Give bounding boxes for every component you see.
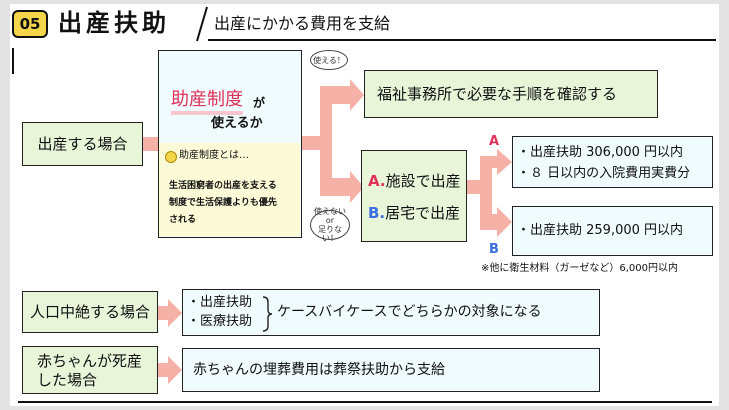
- system-tip-line2: 制度で生活保護よりも優先: [169, 198, 277, 208]
- system-ga: が: [253, 96, 266, 110]
- section-number-badge: 05: [12, 10, 48, 38]
- abortion-result-text: ケースバイケースでどちらかの対象になる: [277, 304, 542, 320]
- system-tip-line3: される: [169, 215, 197, 225]
- system-highlight: 助産制度: [171, 89, 243, 115]
- option-b-mark: B.: [368, 204, 386, 222]
- abortion-item-1: ・出産扶助: [187, 295, 253, 310]
- supplies-note: ※他に衛生材料（ガーゼなど）6,000円以内: [481, 263, 679, 274]
- midwifery-system-box: 助産制度 が 使えるか 助産制度とは… 生活困窮者の出産を支える 制度で生活保護…: [158, 50, 302, 238]
- stillbirth-case-box: 赤ちゃんが死産 した場合: [22, 346, 158, 394]
- lightbulb-icon: [165, 151, 177, 163]
- arrow-facility-branch: [467, 149, 512, 237]
- not-usable-bubble: 使えない or 足りない！: [310, 207, 350, 243]
- stillbirth-result-text: 赤ちゃんの埋葬費用は葬祭扶助から支給: [193, 362, 445, 378]
- birth-case-box: 出産する場合: [22, 122, 143, 166]
- header-rule: [208, 39, 716, 41]
- welfare-office-box: 福祉事務所で必要な手順を確認する: [364, 70, 658, 118]
- not-usable-text-2: or: [325, 216, 335, 225]
- page-title: 出産扶助: [58, 9, 170, 37]
- abortion-case-label: 人口中絶する場合: [29, 303, 150, 321]
- result-a-box: ・出産扶助 306,000 円以内 ・８ 日以内の入院費用実費分: [512, 136, 713, 188]
- system-tip-line1: 生活困窮者の出産を支える: [169, 181, 277, 191]
- result-b-box: ・出産扶助 259,000 円以内: [512, 206, 713, 256]
- arrow-abortion: [158, 299, 182, 327]
- option-a-mark: A.: [368, 172, 386, 190]
- result-b-text: ・出産扶助 259,000 円以内: [517, 223, 684, 238]
- usable-bubble-text: 使える！: [313, 55, 345, 65]
- left-border: [12, 48, 14, 74]
- birth-place-box: A.施設で出産 B.居宅で出産: [361, 150, 467, 242]
- birth-case-label: 出産する場合: [37, 135, 128, 153]
- option-b-text: 居宅で出産: [385, 204, 461, 222]
- branch-a-label: A: [489, 134, 500, 149]
- system-tip-panel: [159, 143, 300, 236]
- system-tip-title: 助産制度とは…: [179, 150, 249, 161]
- curly-brace-icon: [262, 296, 273, 332]
- not-usable-text-1: 使えない: [314, 207, 346, 216]
- bottom-rule: [18, 401, 712, 403]
- branch-b-label: B: [489, 242, 499, 257]
- title-divider: [196, 6, 208, 42]
- usable-bubble: 使える！: [310, 50, 348, 70]
- option-a-text: 施設で出産: [385, 172, 461, 190]
- arrow-system-branch: [302, 79, 364, 203]
- system-question: 使えるか: [211, 116, 263, 131]
- abortion-case-box: 人口中絶する場合: [22, 291, 158, 333]
- stillbirth-result-box: 赤ちゃんの埋葬費用は葬祭扶助から支給: [182, 348, 600, 392]
- result-a-line1: ・出産扶助 306,000 円以内: [517, 145, 684, 160]
- not-usable-text-3: 足りない！: [318, 225, 342, 243]
- abortion-result-box: ・出産扶助 ・医療扶助 ケースバイケースでどちらかの対象になる: [182, 289, 600, 336]
- stillbirth-line1: 赤ちゃんが死産: [37, 352, 143, 370]
- result-a-line2: ・８ 日以内の入院費用実費分: [517, 166, 691, 181]
- arrow-stillbirth: [158, 356, 182, 384]
- welfare-office-text: 福祉事務所で必要な手順を確認する: [377, 85, 618, 103]
- abortion-item-2: ・医療扶助: [187, 314, 253, 329]
- page-subtitle: 出産にかかる費用を支給: [214, 14, 391, 33]
- stillbirth-line2: した場合: [37, 371, 98, 389]
